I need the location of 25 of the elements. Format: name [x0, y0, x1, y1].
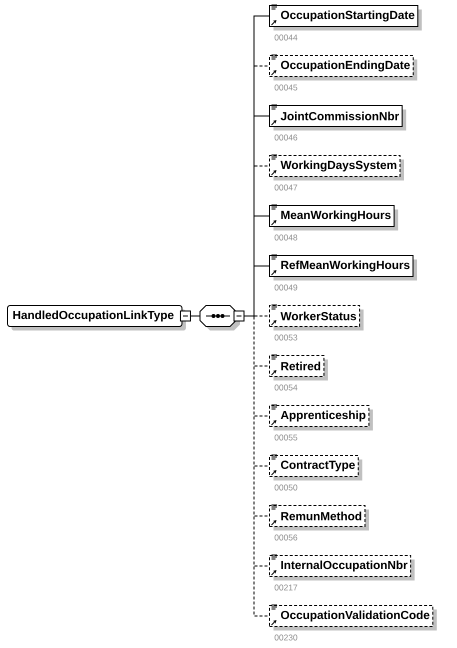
element-box: RemunMethod [269, 505, 369, 530]
element-box: JointCommissionNbr [269, 105, 406, 130]
type-box: HandledOccupationLinkType [7, 305, 186, 330]
id-number: 00047 [274, 184, 298, 190]
element-box: OccupationStartingDate [269, 5, 422, 30]
id-number: 00044 [274, 34, 298, 40]
id-number: 00055 [274, 434, 298, 440]
id-number: 00217 [274, 584, 298, 590]
element-box: MeanWorkingHours [269, 205, 398, 230]
connector [244, 316, 270, 616]
id-number: 00049 [274, 284, 298, 290]
element-box: WorkingDaysSystem [269, 155, 404, 180]
id-number: 00050 [274, 484, 298, 490]
id-number: 00046 [274, 134, 298, 140]
element-box: RefMeanWorkingHours [269, 255, 418, 280]
id-number: 00048 [274, 234, 298, 240]
id-number: 00054 [274, 384, 298, 390]
element-box: OccupationValidationCode [269, 605, 437, 630]
id-number: 00045 [274, 84, 298, 90]
element-box: ContractType [269, 455, 362, 480]
element-box: InternalOccupationNbr [269, 555, 415, 580]
id-number: 00056 [274, 534, 298, 540]
id-number: 00053 [274, 334, 298, 340]
element-box: OccupationEndingDate [269, 55, 418, 80]
id-number: 00230 [274, 634, 298, 640]
